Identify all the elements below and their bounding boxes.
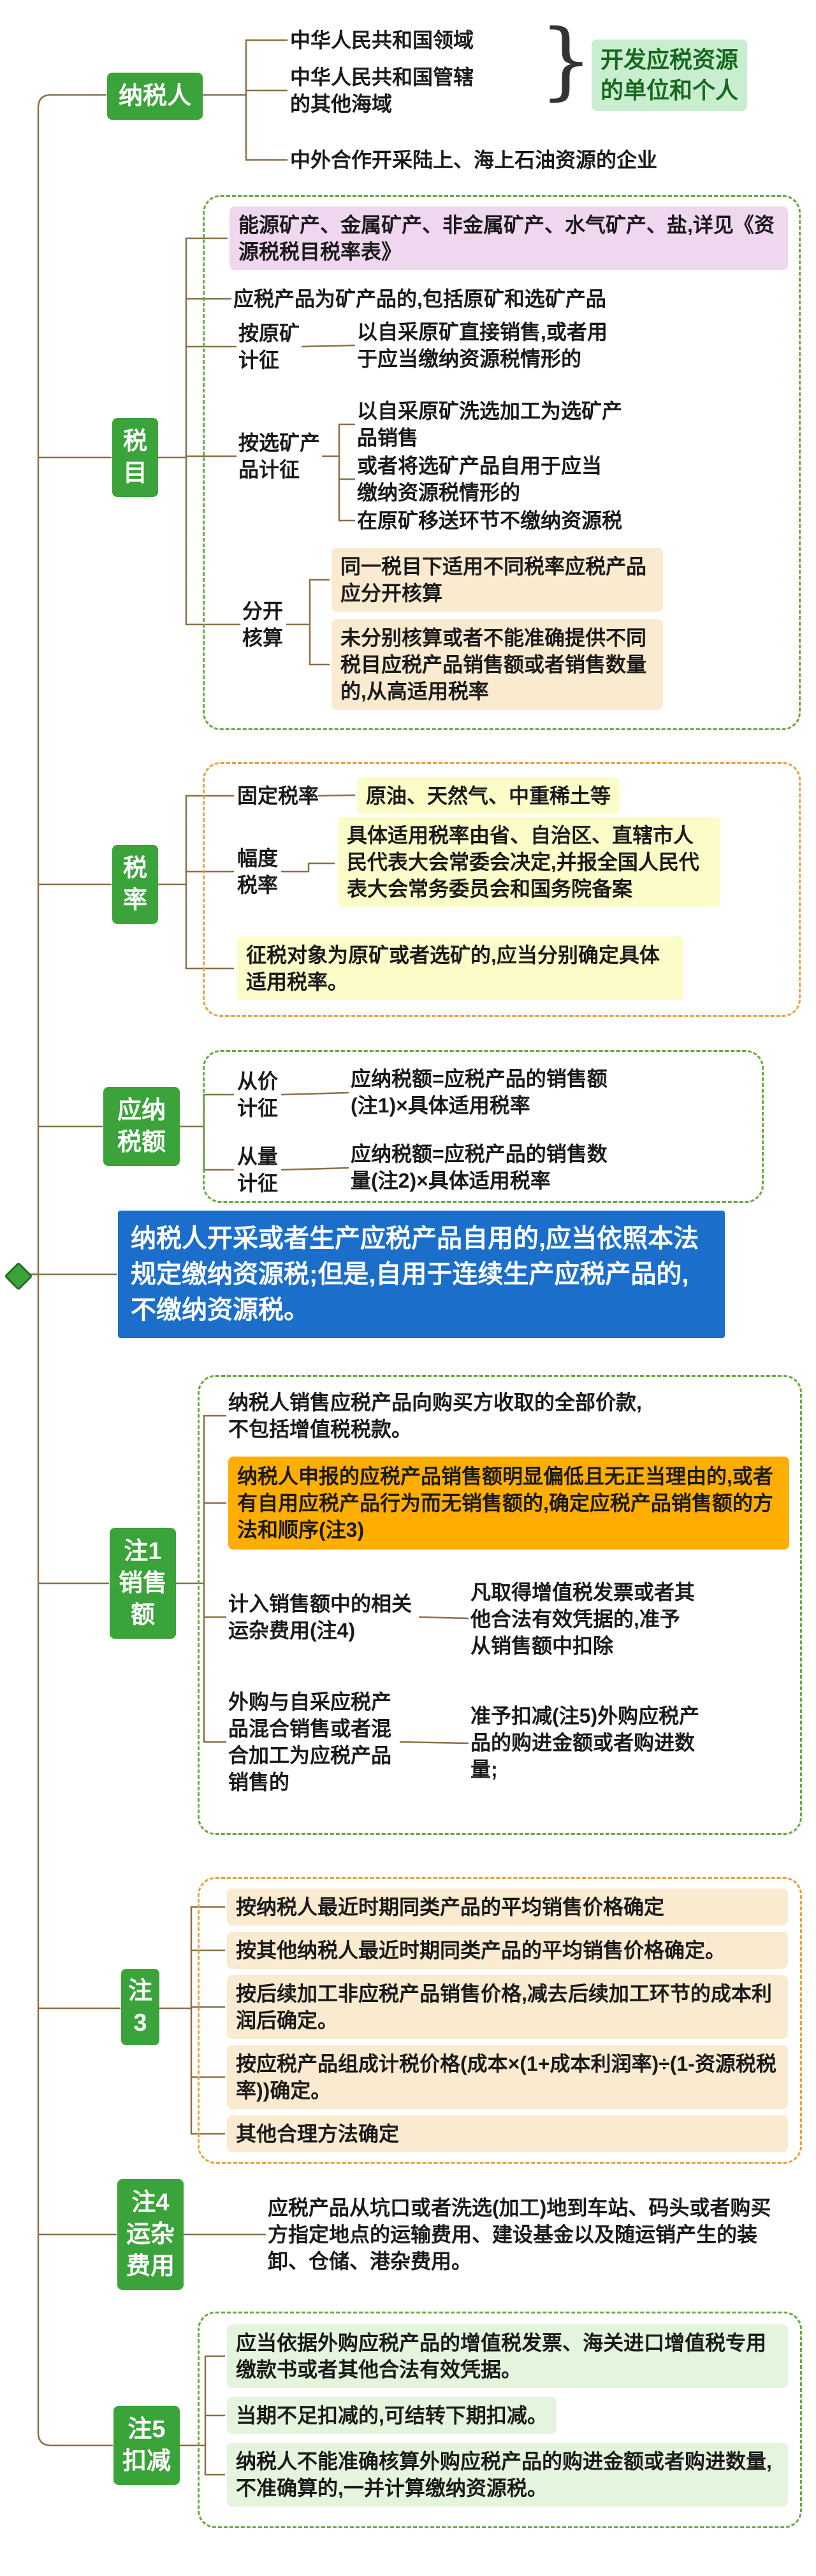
label-mixed-sales: 外购与自采应税产品混合销售或者混合加工为应税产品销售的 [228, 1690, 392, 1794]
note1-group-border [198, 1375, 802, 1835]
tax-payable-group-border [203, 1050, 764, 1203]
node-items-scope: 能源矿产、金属矿产、非金属矿产、水气矿产、盐,详见《资源税税目税率表》 [229, 206, 788, 270]
node-note3-method-1: 按纳税人最近时期同类产品的平均销售价格确定 [227, 1889, 788, 1925]
node-note5-item-1: 应当依据外购应税产品的增值税发票、海关进口增值税专用缴款书或者其他合法有效凭据。 [227, 2324, 788, 2388]
node-note3-method-5: 其他合理方法确定 [227, 2115, 788, 2152]
node-self-use-rule: 纳税人开采或者生产应税产品自用的,应当依照本法规定缴纳资源税;但是,自用于连续生… [118, 1211, 725, 1338]
tax-items-group-border [203, 195, 801, 730]
branch-tax-items: 税目 [112, 418, 158, 497]
label-separate-accounting: 分开核算 [242, 600, 284, 649]
label-freight-costs: 计入销售额中的相关运杂费用(注4) [228, 1592, 412, 1642]
node-raw-ore-detail: 以自采原矿直接销售,或者用于应当缴纳资源税情形的 [357, 320, 608, 370]
node-dressed-detail-1: 以自采原矿洗选加工为选矿产品销售 [357, 399, 623, 449]
label-range-rate: 幅度税率 [237, 847, 279, 896]
node-items-mineral: 应税产品为矿产品的,包括原矿和选矿产品 [233, 287, 606, 310]
node-mixed-deduction: 准予扣减(注5)外购应税产品的购进金额或者购进数量; [470, 1704, 700, 1781]
node-taxpayer-territory: 中华人民共和国领域 [290, 29, 474, 52]
branch-tax-payable: 应纳税额 [103, 1087, 180, 1166]
label-ad-valorem: 从价计征 [237, 1070, 279, 1119]
node-note3-method-3: 按后续加工非应税产品销售价格,减去后续加工环节的成本利润后确定。 [227, 1975, 788, 2039]
node-dressed-detail-3: 在原矿移送环节不缴纳资源税 [357, 509, 623, 532]
branch-tax-rate: 税率 [112, 845, 158, 924]
node-taxpayer-result: 开发应税资源的单位和个人 [592, 40, 747, 111]
tax-rate-group-border [203, 762, 801, 1017]
curly-brace-icon: } [539, 11, 593, 110]
node-ad-valorem-formula: 应纳税额=应税产品的销售额(注1)×具体适用税率 [351, 1067, 608, 1117]
label-raw-ore-basis: 按原矿计征 [238, 322, 300, 371]
branch-note4-freight: 注4运杂费用 [117, 2179, 184, 2290]
branch-note3: 注3 [121, 1969, 159, 2045]
node-low-price-rule: 纳税人申报的应税产品销售额明显偏低且无正当理由的,或者有自用应税产品行为而无销售… [228, 1457, 789, 1550]
node-taxpayer-sea: 中华人民共和国管辖的其他海域 [290, 66, 474, 115]
node-note3-method-4: 按应税产品组成计税价格(成本×(1+成本利润率)÷(1-资源税税率))确定。 [227, 2045, 788, 2109]
label-fixed-rate: 固定税率 [237, 784, 319, 807]
node-freight-deduction: 凡取得增值税发票或者其他合法有效凭据的,准予从销售额中扣除 [470, 1581, 696, 1657]
node-fixed-rate-value: 原油、天然气、中重稀土等 [357, 777, 620, 814]
node-note5-item-2: 当期不足扣减的,可结转下期扣减。 [227, 2397, 557, 2434]
note3-group-border [198, 1877, 802, 2164]
node-specific-duty-formula: 应纳税额=应税产品的销售数量(注2)×具体适用税率 [351, 1142, 608, 1192]
label-dressed-ore-basis: 按选矿产品计征 [238, 431, 321, 481]
node-separate-detail-2: 未分别核算或者不能准确提供不同税目应税产品销售额或者销售数量的,从高适用税率 [332, 619, 663, 710]
node-sales-definition: 纳税人销售应税产品向购买方收取的全部价款,不包括增值税税款。 [228, 1391, 642, 1441]
node-separate-detail-1: 同一税目下适用不同税率应税产品应分开核算 [332, 548, 663, 612]
node-taxpayer-cooperation: 中外合作开采陆上、海上石油资源的企业 [290, 148, 658, 171]
branch-taxpayer: 纳税人 [107, 73, 203, 120]
node-range-rate-detail: 具体适用税率由省、自治区、直辖市人民代表大会常委会决定,并报全国人民代表大会常务… [338, 817, 720, 907]
node-dressed-detail-2: 或者将选矿产品自用于应当缴纳资源税情形的 [357, 454, 602, 504]
branch-note1-sales: 注1销售额 [110, 1528, 176, 1639]
node-note4-definition: 应税产品从坑口或者洗选(加工)地到车站、码头或者购买方指定地点的运输费用、建设基… [268, 2196, 771, 2273]
node-note5-item-3: 纳税人不能准确核算外购应税产品的购进金额或者购进数量,不准确算的,一并计算缴纳资… [227, 2443, 788, 2507]
branch-note5-deduction: 注5扣减 [113, 2406, 180, 2485]
label-specific-duty: 从量计征 [237, 1145, 279, 1195]
node-note3-method-2: 按其他纳税人最近时期同类产品的平均销售价格确定。 [227, 1932, 788, 1969]
note5-group-border [198, 2312, 802, 2528]
node-rate-object-note: 征税对象为原矿或者选矿的,应当分别确定具体适用税率。 [237, 937, 683, 1000]
